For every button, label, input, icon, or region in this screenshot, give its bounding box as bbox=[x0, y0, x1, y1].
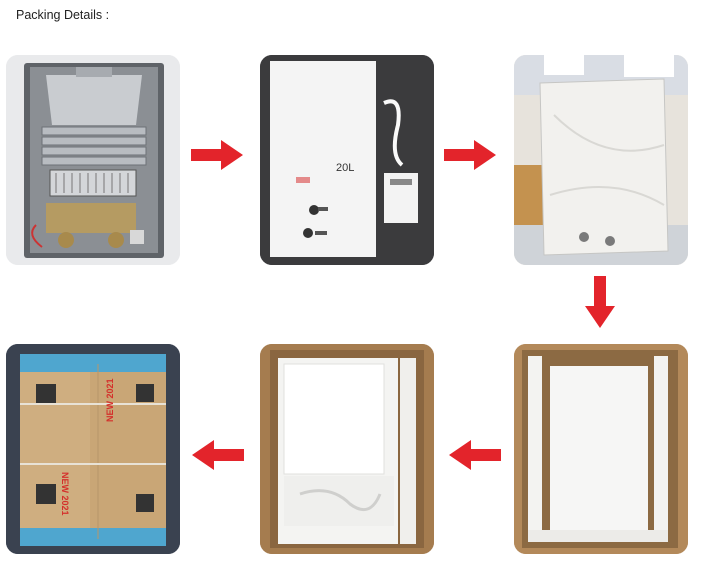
arrow-left-icon bbox=[449, 440, 501, 470]
arrow-down-icon bbox=[585, 276, 615, 328]
photo-foam-in-box bbox=[514, 344, 688, 554]
photo-sealed-carton: NEW 2021 NEW 2021 bbox=[6, 344, 180, 554]
page-title: Packing Details : bbox=[16, 8, 110, 22]
arrow-left-icon bbox=[192, 440, 244, 470]
photo-heater-in-plastic-bag bbox=[514, 55, 688, 265]
arrow-right-icon bbox=[191, 140, 243, 170]
photo-open-heater bbox=[6, 55, 180, 265]
carton-label-bottom: NEW 2021 bbox=[60, 472, 70, 516]
photo-heater-with-accessories: 20L bbox=[260, 55, 434, 265]
arrow-right-icon bbox=[444, 140, 496, 170]
photo-heater-packed-in-box bbox=[260, 344, 434, 554]
carton-label-top: NEW 2021 bbox=[105, 378, 115, 422]
heater-capacity-label: 20L bbox=[336, 162, 355, 174]
